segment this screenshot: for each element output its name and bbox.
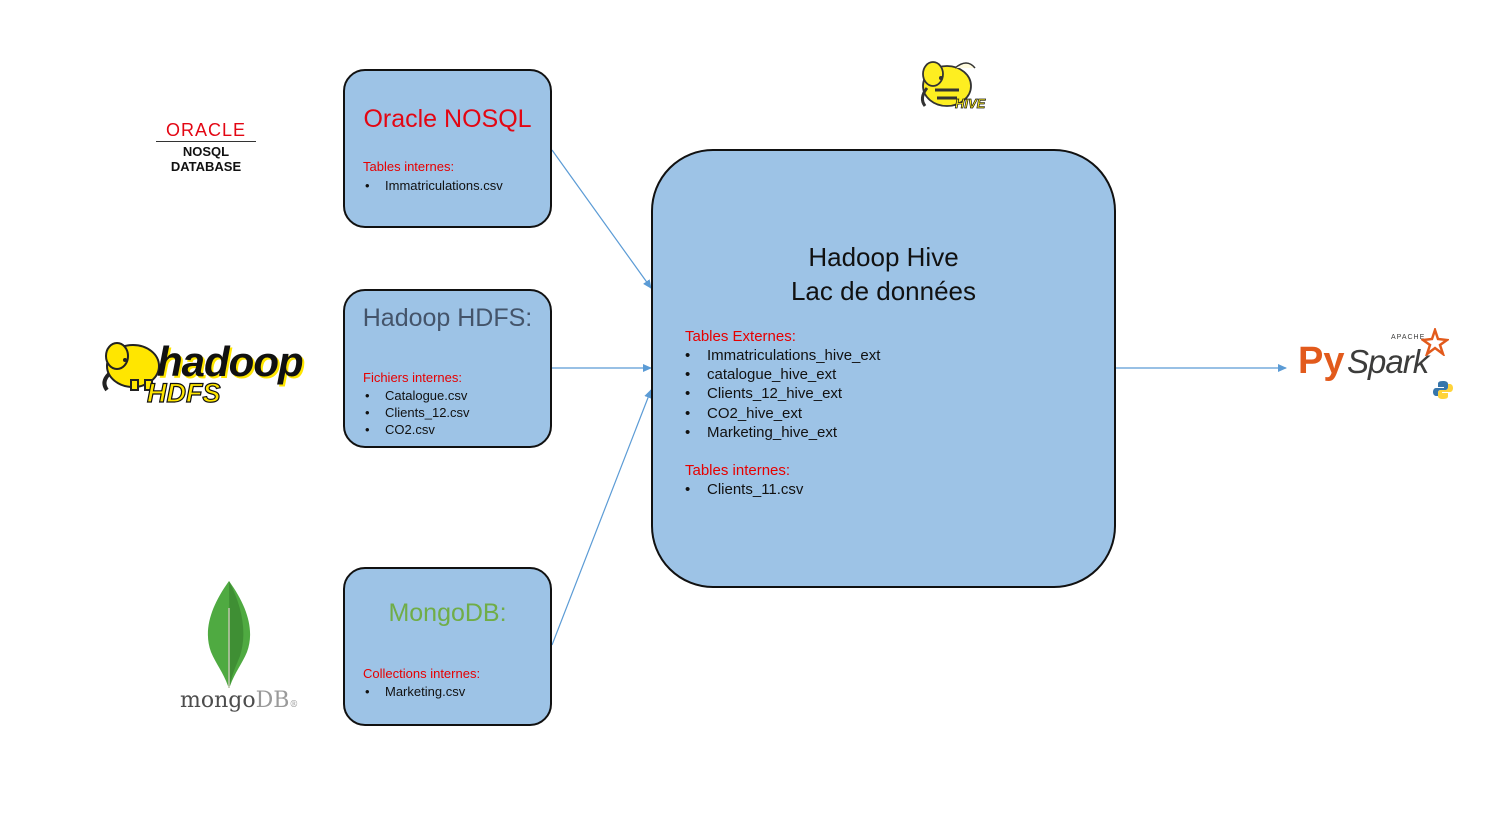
pyspark-apache-text: APACHE [1391,334,1426,341]
hive-title-line1: Hadoop Hive [808,242,959,272]
oracle-box-items: Immatriculations.csv [363,177,503,194]
pyspark-spark-text: Spark [1347,343,1429,380]
mongo-box-subtitle: Collections internes: [363,666,481,681]
hive-wordmark: HIVE [955,96,986,112]
hadoop-hive-box: Hadoop Hive Lac de données Tables Extern… [651,149,1116,588]
list-item: Clients_12.csv [363,404,470,421]
hive-logo: HIVE [915,56,987,118]
hadoop-hdfs-logo: hadoop HDFS [95,330,320,412]
oracle-box-title: Oracle NOSQL [363,105,532,133]
hive-title-line2: Lac de données [790,276,977,306]
list-item: catalogue_hive_ext [685,365,880,384]
mongo-db-text: DB [255,688,290,713]
oracle-wordmark: ORACLE [165,120,247,140]
oracle-box-subtitle: Tables internes: [363,159,455,174]
hadoop-wordmark: hadoop [157,338,304,385]
registered-mark-icon: ® [289,700,299,710]
mongodb-logo: mongoDB® [172,578,298,718]
list-item: Clients_12_hive_ext [685,384,880,403]
list-item: Immatriculations_hive_ext [685,346,880,365]
hive-bee-elephant-icon [920,61,976,107]
hive-external-label: Tables Externes: [685,328,796,345]
list-item: Immatriculations.csv [363,177,503,194]
oracle-rule [156,141,256,142]
list-item: Marketing_hive_ext [685,423,880,442]
hdfs-box-subtitle: Fichiers internes: [363,370,462,385]
mongodb-leaf-icon [207,581,251,688]
mongo-box-items: Marketing.csv [363,683,465,700]
hdfs-box-items: Catalogue.csv Clients_12.csv CO2.csv [363,387,470,438]
mongo-text: mongo [180,688,256,713]
oracle-nosql-logo: ORACLE NOSQL DATABASE [150,118,262,180]
list-item: CO2_hive_ext [685,404,880,423]
mongo-box-title: MongoDB: [388,599,507,627]
hive-internal-label: Tables internes: [685,462,791,479]
pyspark-py-text: Py [1298,340,1345,382]
hdfs-wordmark: HDFS [146,377,221,408]
mongodb-wordmark: mongoDB® [180,688,298,713]
spark-star-icon [1421,328,1449,356]
pyspark-logo: Py Spark APACHE [1295,328,1465,406]
hadoop-hdfs-box: Hadoop HDFS: Fichiers internes: Catalogu… [343,289,552,448]
hive-internal-items: Clients_11.csv [685,480,803,499]
hadoop-elephant-icon [102,342,160,392]
list-item: CO2.csv [363,421,470,438]
python-icon [1433,381,1453,399]
oracle-nosql-box: Oracle NOSQL Tables internes: Immatricul… [343,69,552,228]
hive-external-items: Immatriculations_hive_ext catalogue_hive… [685,346,880,442]
oracle-nosql-text: NOSQL [182,144,230,159]
arrow-mongo-to-hive [551,389,652,646]
hdfs-box-title: Hadoop HDFS: [362,304,533,332]
mongodb-box: MongoDB: Collections internes: Marketing… [343,567,552,726]
list-item: Catalogue.csv [363,387,470,404]
list-item: Clients_11.csv [685,480,803,499]
hive-box-title: Hadoop Hive Lac de données [653,240,1114,308]
arrow-oracle-to-hive [551,149,652,289]
list-item: Marketing.csv [363,683,465,700]
oracle-database-text: DATABASE [170,159,242,174]
